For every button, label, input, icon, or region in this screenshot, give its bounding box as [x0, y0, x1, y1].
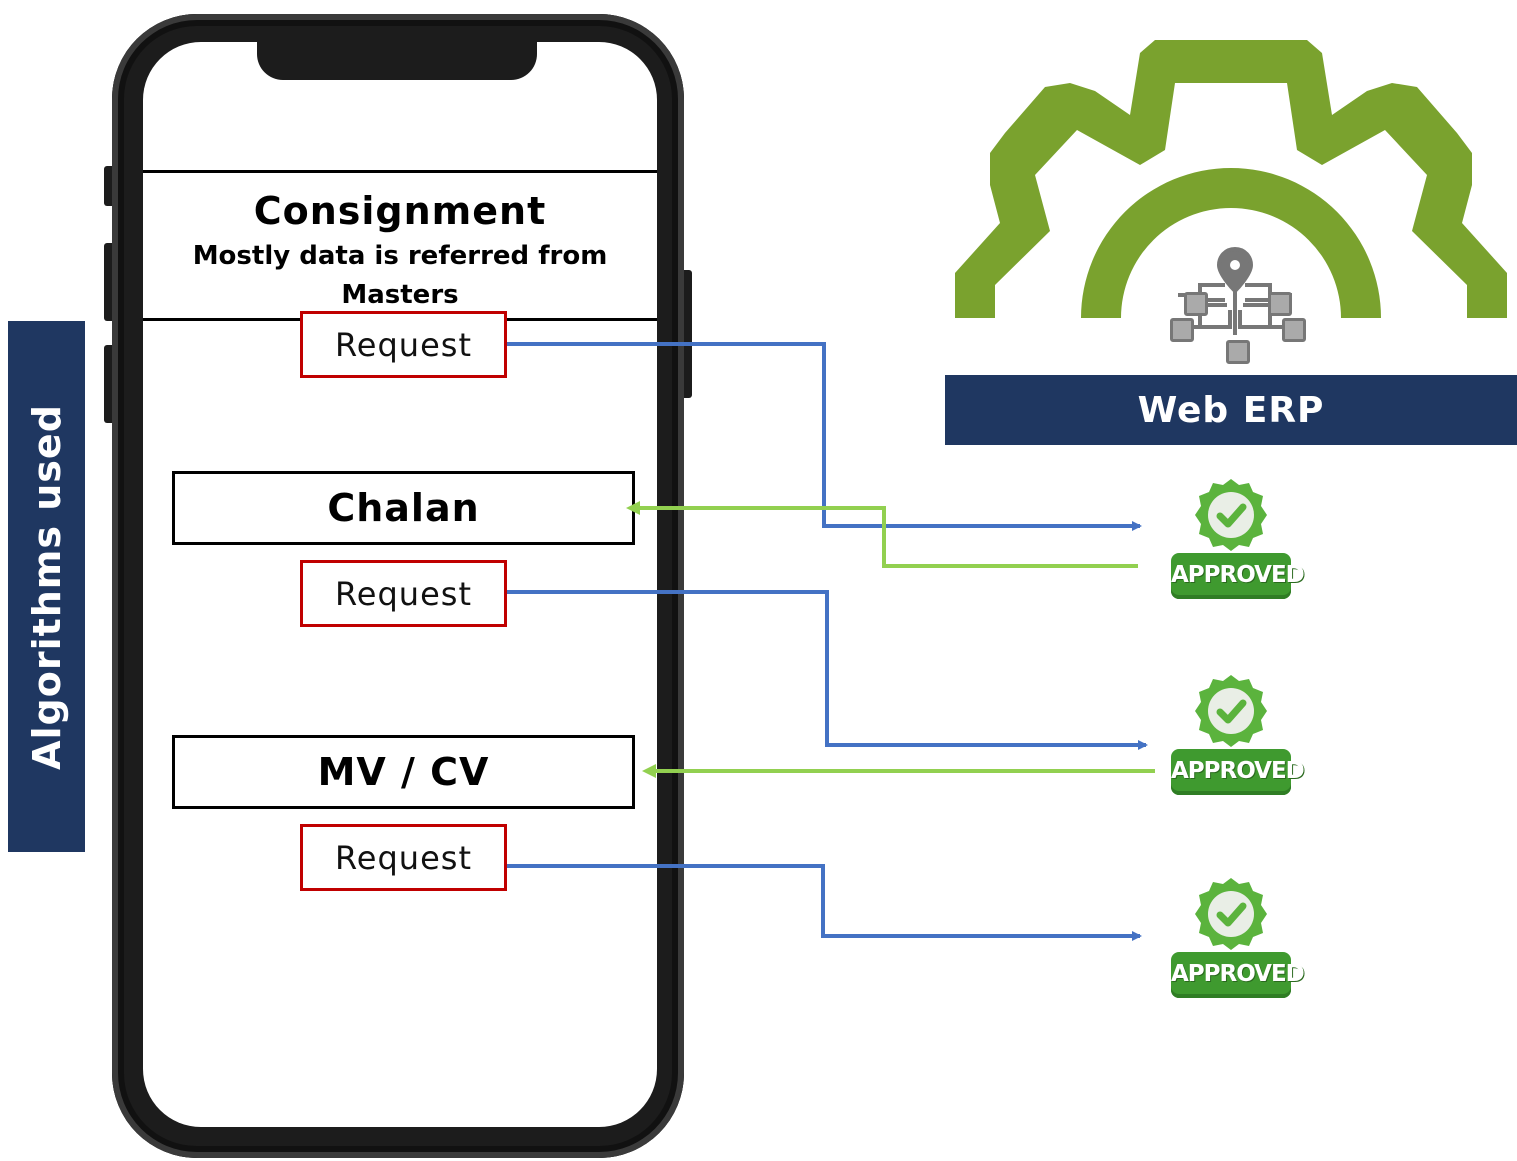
phone-notch — [257, 38, 537, 80]
request-label: Request — [335, 574, 472, 613]
algorithms-banner: Algorithms used — [8, 321, 85, 852]
request-button-chalan[interactable]: Request — [300, 560, 507, 627]
approved-label: APPROVED — [1171, 553, 1305, 599]
request-label: Request — [335, 838, 472, 877]
consignment-header: Consignment Mostly data is referred from… — [143, 170, 657, 321]
request-arrow-2 — [507, 590, 1148, 750]
node-box — [1226, 340, 1250, 364]
node-box — [1184, 292, 1208, 316]
approved-stamp: APPROVED — [1171, 477, 1305, 602]
request-button-mvcv[interactable]: Request — [300, 824, 507, 891]
approved-check-icon — [1195, 878, 1267, 950]
response-arrow-1 — [626, 501, 1138, 568]
request-arrow-3 — [507, 864, 1142, 941]
chalan-label: Chalan — [327, 486, 480, 530]
web-erp-label: Web ERP — [1137, 389, 1325, 431]
node-box — [1268, 292, 1292, 316]
node-box — [1282, 318, 1306, 342]
mvcv-box: MV / CV — [172, 735, 635, 809]
consignment-subtitle: Mostly data is referred from Masters — [192, 241, 608, 310]
approved-label: APPROVED — [1171, 749, 1305, 795]
request-arrow-1 — [507, 342, 1142, 531]
erp-gear-icon — [955, 40, 1507, 335]
chalan-box: Chalan — [172, 471, 635, 545]
mvcv-label: MV / CV — [317, 750, 490, 794]
approved-stamp: APPROVED — [1171, 876, 1305, 1001]
approved-stamp: APPROVED — [1171, 673, 1305, 798]
node-box — [1170, 318, 1194, 342]
request-button-consignment[interactable]: Request — [300, 311, 507, 378]
approved-label: APPROVED — [1171, 952, 1305, 998]
request-label: Request — [335, 325, 472, 364]
web-erp-bar: Web ERP — [945, 375, 1517, 445]
approved-check-icon — [1195, 479, 1267, 551]
approved-check-icon — [1195, 675, 1267, 747]
consignment-title: Consignment — [253, 189, 547, 233]
